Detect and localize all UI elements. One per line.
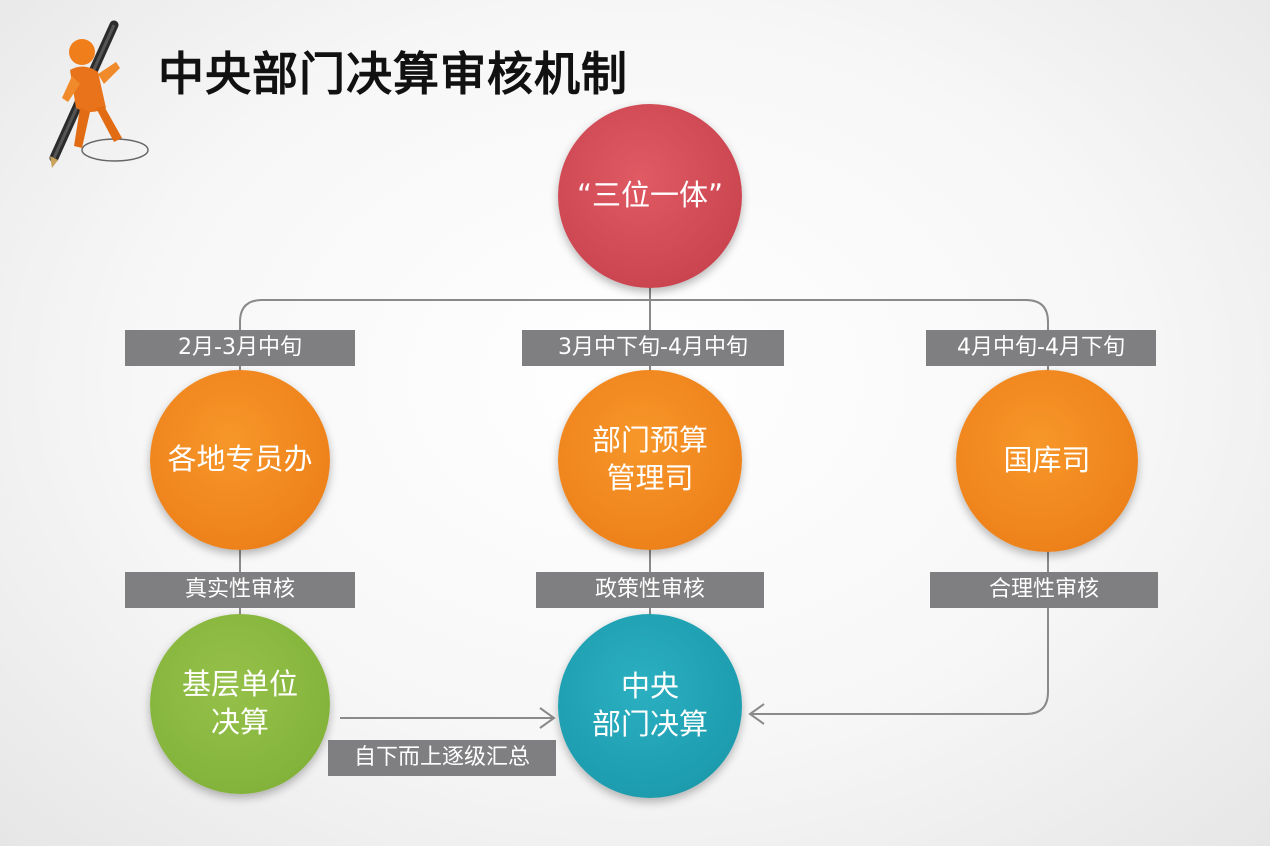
node-department-budget-division: 部门预算 管理司	[558, 370, 742, 550]
period-label-right: 4月中旬-4月下旬	[926, 330, 1156, 366]
review-label-middle: 政策性审核	[536, 572, 764, 608]
node-central-department-accounts-label: 中央 部门决算	[591, 669, 708, 741]
period-label-middle: 3月中下旬-4月中旬	[522, 330, 784, 366]
node-treasury-division-label: 国库司	[1003, 443, 1091, 478]
node-treasury-division: 国库司	[956, 370, 1138, 552]
page-title: 中央部门决算审核机制	[158, 47, 628, 101]
node-grassroots-unit-accounts-label: 基层单位 决算	[181, 667, 298, 739]
node-department-budget-division-label: 部门预算 管理司	[591, 423, 708, 495]
node-grassroots-unit-accounts: 基层单位 决算	[150, 614, 330, 794]
node-local-commissioner-office-label: 各地专员办	[167, 442, 313, 477]
arrow-right-to-center-icon	[748, 703, 765, 725]
node-three-in-one: “三位一体”	[558, 104, 742, 288]
review-label-left: 真实性审核	[125, 572, 355, 608]
arrow-left-to-center-icon	[539, 707, 556, 729]
node-central-department-accounts: 中央 部门决算	[558, 614, 742, 798]
node-local-commissioner-office: 各地专员办	[150, 370, 330, 550]
review-label-right: 合理性审核	[930, 572, 1158, 608]
connector-right-to-center	[752, 608, 1049, 715]
node-three-in-one-label: “三位一体”	[576, 178, 724, 213]
pencil-figure-icon	[49, 20, 149, 168]
connector-horizontal-bar	[239, 299, 1049, 346]
flow-note-label: 自下而上逐级汇总	[328, 740, 556, 776]
period-label-left: 2月-3月中旬	[125, 330, 355, 366]
